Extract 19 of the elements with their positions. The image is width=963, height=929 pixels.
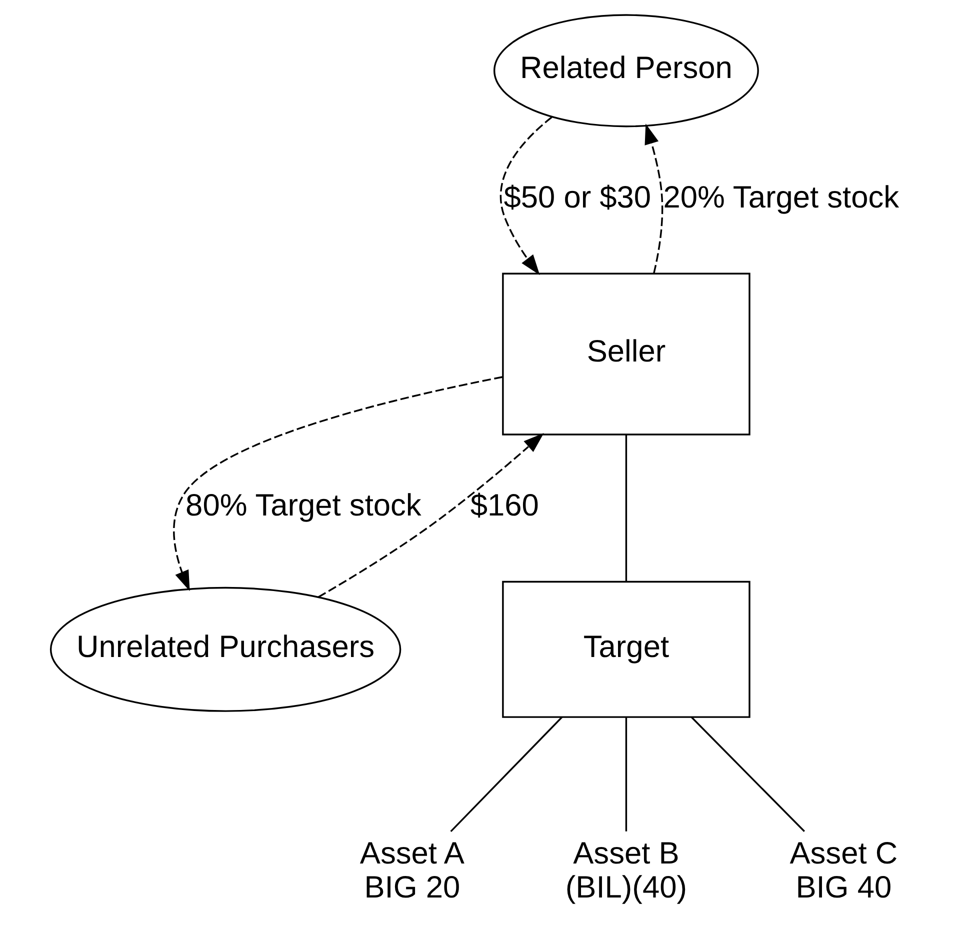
node-ellipse: Unrelated Purchasers bbox=[50, 586, 402, 712]
connector bbox=[625, 434, 628, 582]
arrow bbox=[318, 433, 544, 598]
arrow bbox=[644, 124, 664, 274]
arrow bbox=[173, 376, 503, 592]
edge-label: $50 or $30 bbox=[504, 179, 652, 214]
edge-label: $160 bbox=[470, 488, 539, 523]
connector bbox=[625, 717, 628, 832]
node-ellipse: Related Person bbox=[493, 14, 759, 128]
edge-label: 80% Target stock bbox=[186, 488, 422, 523]
node-text: Asset B (BIL)(40) bbox=[565, 835, 687, 905]
node-text: Asset C BIG 40 bbox=[790, 835, 898, 905]
node-box: Target bbox=[502, 580, 750, 718]
connector bbox=[690, 716, 805, 832]
edge-label: 20% Target stock bbox=[663, 179, 900, 214]
connector bbox=[450, 716, 563, 832]
arrow bbox=[500, 116, 552, 276]
node-box: Seller bbox=[502, 272, 750, 436]
node-text: Asset A BIG 20 bbox=[360, 835, 464, 905]
